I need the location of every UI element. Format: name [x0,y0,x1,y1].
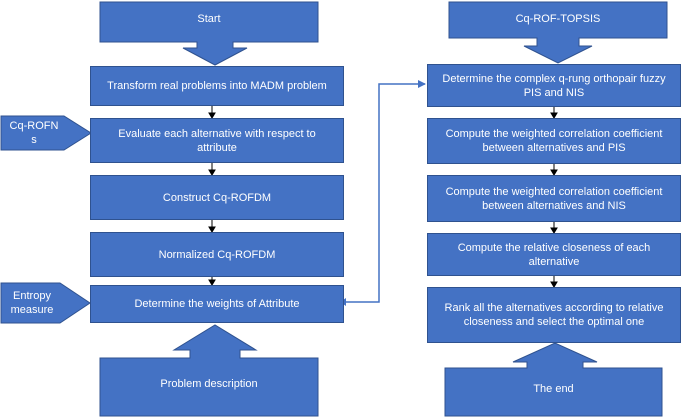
right-step-correlation-pis: Compute the weighted correlation coeffic… [427,118,681,164]
left-step-normalize: Normalized Cq-ROFDM [90,232,344,277]
left-step-weights: Determine the weights of Attribute [90,285,344,323]
the-end-arrow-shape [444,342,663,417]
right-step-closeness: Compute the relative closeness of each a… [427,233,681,276]
weights-to-topsis-connector [346,80,426,303]
left-step-transform: Transform real problems into MADM proble… [90,66,344,106]
entropy-measure-label: Entropy measure [10,290,54,316]
left-step-evaluate: Evaluate each alternative with respect t… [90,118,344,163]
left-step-construct: Construct Cq-ROFDM [90,175,344,220]
problem-description-arrow-shape [99,324,319,417]
cq-rofns-pentagon [0,115,92,151]
topsis-title-label: Cq-ROF-TOPSIS [515,13,601,25]
right-step-pis-nis: Determine the complex q-rung orthopair f… [427,64,681,107]
problem-description-label: Problem description [160,378,258,390]
right-step-correlation-nis: Compute the weighted correlation coeffic… [427,175,681,222]
right-column-arrows [550,107,558,288]
right-step-rank: Rank all the alternatives according to r… [427,287,681,343]
the-end-label: The end [533,383,574,395]
cq-rofns-label: Cq-ROFNs [9,120,59,146]
entropy-measure-pentagon [0,282,91,324]
left-column-arrows [208,106,216,286]
start-label: Start [197,13,221,25]
start-arrow-shape [99,1,319,66]
topsis-arrow-shape [448,1,668,64]
